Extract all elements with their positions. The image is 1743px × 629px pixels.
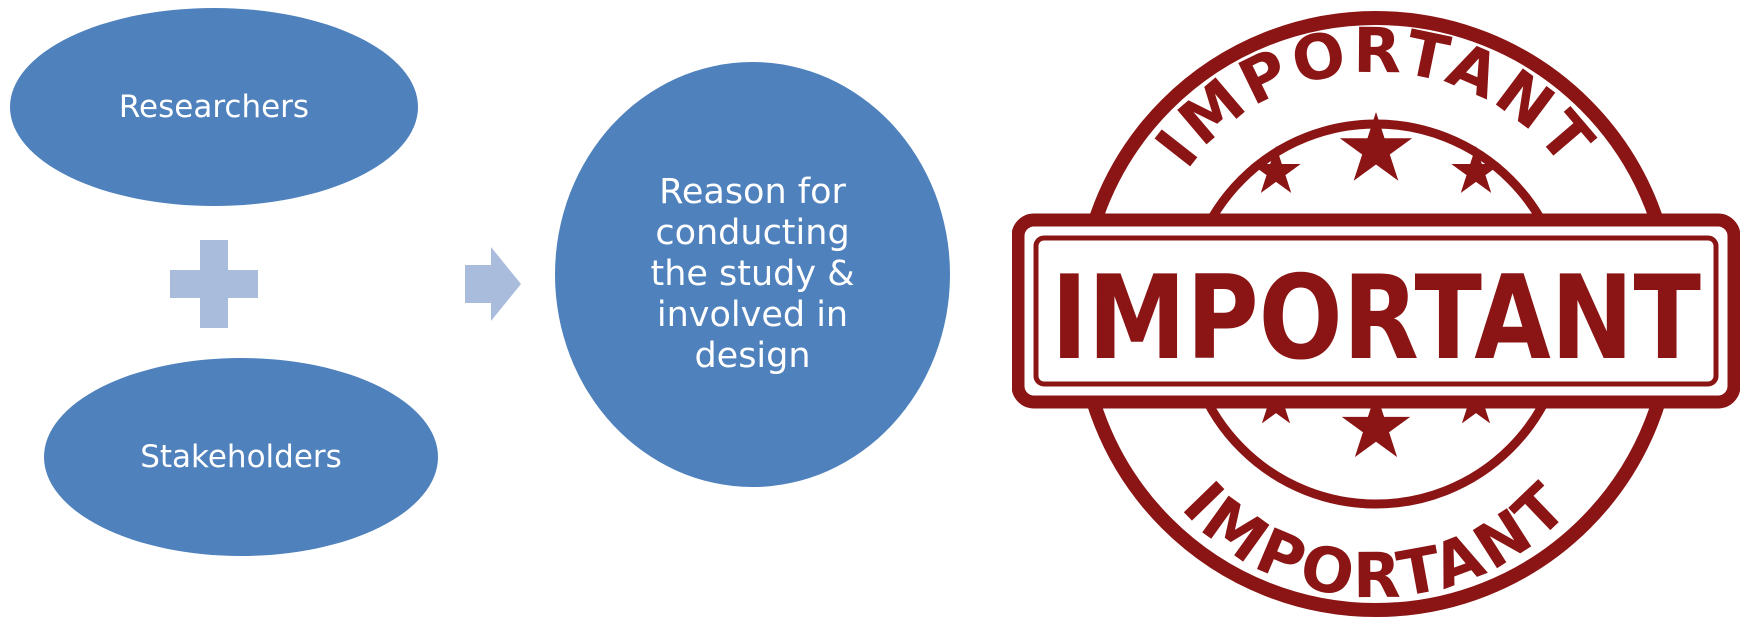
researchers-label: Researchers: [118, 89, 310, 125]
stakeholders-node: Stakeholders: [44, 358, 438, 556]
stakeholders-label: Stakeholders: [140, 439, 342, 475]
svg-text:IMPORTANT: IMPORTANT: [1169, 467, 1583, 612]
plus-icon: [170, 240, 258, 328]
researchers-node: Researchers: [10, 8, 418, 206]
stamp-banner-text: IMPORTANT: [1051, 251, 1701, 386]
important-stamp-icon: IMPORTANT IMPORTANT IMPORTANT: [1012, 11, 1740, 617]
reason-node: Reason for conducting the study & involv…: [555, 62, 950, 487]
arrow-right-icon: [465, 247, 521, 321]
stamp-bottom-arc-text: IMPORTANT: [1169, 467, 1579, 612]
reason-label: Reason for conducting the study & involv…: [650, 172, 855, 376]
